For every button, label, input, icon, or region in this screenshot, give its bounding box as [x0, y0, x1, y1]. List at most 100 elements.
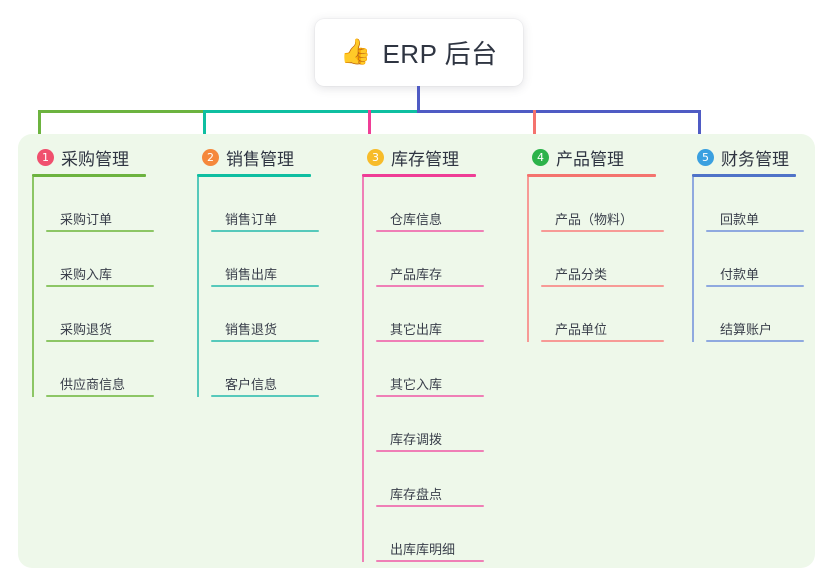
- leaf-item[interactable]: 结算账户: [706, 287, 804, 342]
- leaf-item-rule: [46, 285, 154, 287]
- branch-leaf-list: 回款单付款单结算账户: [692, 177, 817, 342]
- leaf-item-rule: [376, 505, 484, 507]
- connector-drop-5: [698, 110, 701, 146]
- leaf-item-rule: [46, 340, 154, 342]
- leaf-item[interactable]: 采购入库: [46, 232, 154, 287]
- branch-column-财务管理: 5 财务管理回款单付款单结算账户: [692, 146, 817, 342]
- branch-spine: [527, 177, 529, 342]
- leaf-item-label: 客户信息: [225, 377, 278, 392]
- branch-header-label: 销售管理: [226, 149, 294, 169]
- leaf-item-label: 销售出库: [225, 267, 278, 282]
- leaf-item-label: 产品库存: [390, 267, 443, 282]
- leaf-item-label: 其它出库: [390, 322, 443, 337]
- leaf-item-label: 出库库明细: [390, 542, 456, 557]
- leaf-item-label: 付款单: [720, 267, 760, 282]
- branch-index-badge: 5: [697, 148, 714, 166]
- leaf-item[interactable]: 回款单: [706, 177, 804, 232]
- leaf-item-label: 库存调拨: [390, 432, 443, 447]
- leaf-item-rule: [211, 230, 319, 232]
- thumbs-up-icon: 👍: [340, 38, 372, 66]
- leaf-item[interactable]: 供应商信息: [46, 342, 154, 397]
- leaf-item[interactable]: 销售订单: [211, 177, 319, 232]
- leaf-item-rule: [376, 340, 484, 342]
- branch-spine: [197, 177, 199, 397]
- leaf-item-rule: [46, 395, 154, 397]
- branch-header-rule: [527, 174, 656, 177]
- connector-drop-3: [368, 110, 371, 146]
- connector-drop-4: [533, 110, 536, 146]
- leaf-item[interactable]: 其它入库: [376, 342, 484, 397]
- leaf-item-rule: [376, 395, 484, 397]
- branch-header-label: 财务管理: [721, 149, 789, 169]
- branch-column-采购管理: 1 采购管理采购订单采购入库采购退货供应商信息: [32, 146, 182, 397]
- branch-header-rule: [32, 174, 146, 177]
- branch-leaf-list: 采购订单采购入库采购退货供应商信息: [32, 177, 182, 397]
- leaf-item-label: 销售订单: [225, 212, 278, 227]
- connector-bus-segment-3: [417, 110, 700, 113]
- leaf-item[interactable]: 采购订单: [46, 177, 154, 232]
- leaf-item[interactable]: 销售出库: [211, 232, 319, 287]
- branch-header-rule: [362, 174, 476, 177]
- leaf-item-label: 供应商信息: [60, 377, 126, 392]
- leaf-item-label: 产品分类: [555, 267, 608, 282]
- branch-leaf-list: 仓库信息产品库存其它出库其它入库库存调拨库存盘点出库库明细: [362, 177, 512, 562]
- connector-bus-segment-1: [38, 110, 205, 113]
- leaf-item-label: 回款单: [720, 212, 760, 227]
- root-node-card[interactable]: 👍 ERP 后台: [315, 19, 523, 86]
- branch-index-badge: 1: [37, 148, 54, 166]
- leaf-item-rule: [211, 285, 319, 287]
- root-node-title: ERP 后台: [382, 39, 498, 69]
- leaf-item[interactable]: 出库库明细: [376, 507, 484, 562]
- leaf-item[interactable]: 库存调拨: [376, 397, 484, 452]
- branch-header-财务管理[interactable]: 5 财务管理: [692, 146, 817, 169]
- leaf-item-label: 结算账户: [720, 322, 773, 337]
- branch-header-采购管理[interactable]: 1 采购管理: [32, 146, 182, 169]
- leaf-item[interactable]: 产品库存: [376, 232, 484, 287]
- leaf-item[interactable]: 采购退货: [46, 287, 154, 342]
- leaf-item[interactable]: 库存盘点: [376, 452, 484, 507]
- branch-header-rule: [197, 174, 311, 177]
- leaf-item-rule: [541, 340, 664, 342]
- leaf-item[interactable]: 其它出库: [376, 287, 484, 342]
- branch-header-rule: [692, 174, 796, 177]
- leaf-item-rule: [706, 285, 804, 287]
- branch-header-label: 产品管理: [556, 149, 624, 169]
- leaf-item[interactable]: 销售退货: [211, 287, 319, 342]
- connector-drop-1: [38, 110, 41, 146]
- leaf-item-label: 仓库信息: [390, 212, 443, 227]
- leaf-item-rule: [706, 230, 804, 232]
- root-node-content: 👍 ERP 后台: [340, 34, 497, 71]
- leaf-item-label: 其它入库: [390, 377, 443, 392]
- leaf-item[interactable]: 产品单位: [541, 287, 664, 342]
- leaf-item-label: 采购订单: [60, 212, 113, 227]
- mindmap-panel: [18, 134, 815, 568]
- leaf-item-rule: [46, 230, 154, 232]
- leaf-item-rule: [541, 285, 664, 287]
- branch-spine: [692, 177, 694, 342]
- branch-leaf-list: 销售订单销售出库销售退货客户信息: [197, 177, 347, 397]
- leaf-item[interactable]: 产品分类: [541, 232, 664, 287]
- leaf-item-rule: [376, 285, 484, 287]
- branch-spine: [362, 177, 364, 562]
- leaf-item[interactable]: 付款单: [706, 232, 804, 287]
- leaf-item-rule: [541, 230, 664, 232]
- branch-index-badge: 3: [367, 148, 384, 166]
- leaf-item-label: 产品（物料）: [555, 212, 634, 227]
- connector-bus-segment-2: [203, 110, 419, 113]
- leaf-item-rule: [706, 340, 804, 342]
- leaf-item-label: 采购退货: [60, 322, 113, 337]
- leaf-item-rule: [376, 450, 484, 452]
- branch-header-label: 采购管理: [61, 149, 129, 169]
- leaf-item-rule: [376, 230, 484, 232]
- connector-root-stem: [417, 86, 420, 113]
- leaf-item[interactable]: 客户信息: [211, 342, 319, 397]
- leaf-item-rule: [211, 395, 319, 397]
- leaf-item[interactable]: 仓库信息: [376, 177, 484, 232]
- leaf-item[interactable]: 产品（物料）: [541, 177, 664, 232]
- connector-drop-2: [203, 110, 206, 146]
